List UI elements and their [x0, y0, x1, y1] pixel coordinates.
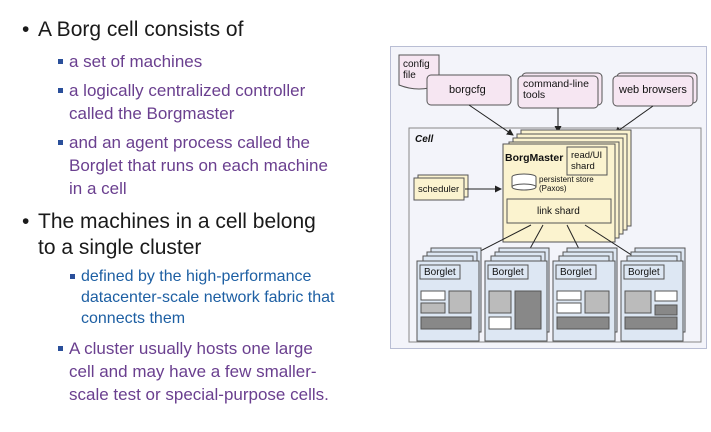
cell-label: Cell — [415, 134, 434, 145]
subbullet-machines: a set of machines — [58, 50, 202, 73]
subbullet-borglet: and an agent process called the Borglet … — [58, 131, 328, 200]
subbullet-cluster-cells: A cluster usually hosts one large cell a… — [58, 337, 329, 406]
borg-architecture-diagram: config file borgcfg command-line tools w… — [390, 46, 707, 349]
scheduler-label: scheduler — [418, 184, 460, 195]
cli-tools-label: command-line tools — [523, 78, 589, 101]
machine-3 — [552, 247, 618, 342]
machine-4 — [620, 247, 686, 342]
read-ui-shard-box — [566, 146, 608, 176]
web-browsers-label: web browsers — [619, 84, 687, 96]
square-bullet — [58, 88, 63, 93]
borglet-label-1: Borglet — [424, 267, 456, 278]
bullet-text-line-2: to a single cluster — [38, 236, 202, 259]
bullet-dot: • — [22, 210, 30, 233]
subbullet-borgmaster: a logically centralized controller calle… — [58, 79, 305, 125]
persistent-store-label: persistent store (Paxos) — [539, 175, 594, 193]
subsubbullet-network-fabric: defined by the high-performance datacent… — [70, 266, 334, 329]
link-shard-box — [506, 198, 612, 224]
scheduler-box — [413, 177, 465, 201]
machine-1 — [416, 247, 482, 342]
borgmaster-label: BorgMaster — [505, 152, 564, 164]
bullet-text-line-1: The machines in a cell belong — [38, 210, 316, 233]
read-ui-shard-label: read/UI shard — [571, 150, 603, 172]
borglet-label-2: Borglet — [492, 267, 524, 278]
bullet-dot: • — [22, 18, 30, 41]
square-bullet — [58, 59, 63, 64]
borgcfg-label: borgcfg — [449, 84, 486, 96]
square-bullet — [58, 140, 63, 145]
square-bullet — [58, 346, 63, 351]
square-bullet — [70, 274, 75, 279]
borglet-label-3: Borglet — [560, 267, 592, 278]
diagram-graphics — [398, 54, 702, 343]
config-file-label: config file — [403, 59, 430, 81]
link-shard-label: link shard — [537, 206, 580, 217]
machine-2 — [484, 247, 550, 342]
borglet-label-4: Borglet — [628, 267, 660, 278]
bullet-text: A Borg cell consists of — [38, 18, 244, 41]
